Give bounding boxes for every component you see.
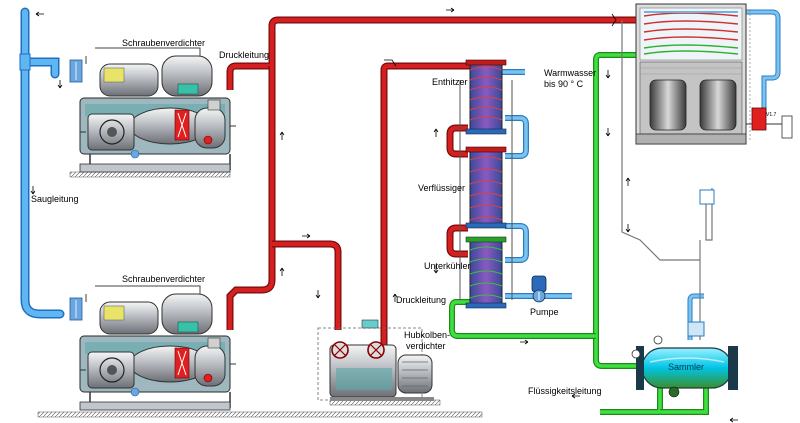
valve-station: [746, 107, 793, 139]
label-discharge-line-top: Druckleitung: [219, 50, 270, 60]
valve-tag: V1.7: [766, 112, 777, 118]
label-desuperheater: Enthitzer: [432, 77, 468, 87]
label-piston-compressor-2: verdichter: [406, 341, 446, 351]
label-screw-compressor-bottom: Schraubenverdichter: [122, 274, 206, 284]
condenser-hx: [465, 146, 507, 229]
liquid-line: [449, 52, 709, 415]
suction-line: [19, 7, 65, 319]
label-suction-line: Saugleitung: [31, 194, 79, 204]
desuperheater-hx: [465, 59, 507, 135]
evaporative-condenser: [635, 3, 751, 145]
screw-compressor: [69, 285, 237, 411]
label-hot-water: Warmwasser: [544, 68, 597, 78]
pump: [531, 275, 547, 303]
label-piston-compressor-1: Hubkolben-: [404, 330, 451, 340]
piston-compressor: [317, 319, 434, 401]
label-screw-compressor-top: Schraubenverdichter: [122, 38, 206, 48]
label-liquid-line: Flüssigkeitsleitung: [528, 386, 602, 396]
label-receiver: Sammler: [668, 362, 705, 372]
label-hot-water-temp: bis 90 ° C: [544, 79, 584, 89]
flow-arrow-icon: [30, 7, 738, 423]
label-subcooler: Unterkühler: [424, 261, 471, 271]
screw-compressor: [69, 47, 236, 173]
label-condenser: Verflüssiger: [418, 183, 466, 193]
subcooler-hx: [459, 80, 513, 309]
label-discharge-line-mid: Druckleitung: [396, 295, 447, 305]
receiver: [631, 189, 738, 398]
discharge-line: [226, 16, 636, 345]
label-pump: Pumpe: [530, 307, 559, 317]
